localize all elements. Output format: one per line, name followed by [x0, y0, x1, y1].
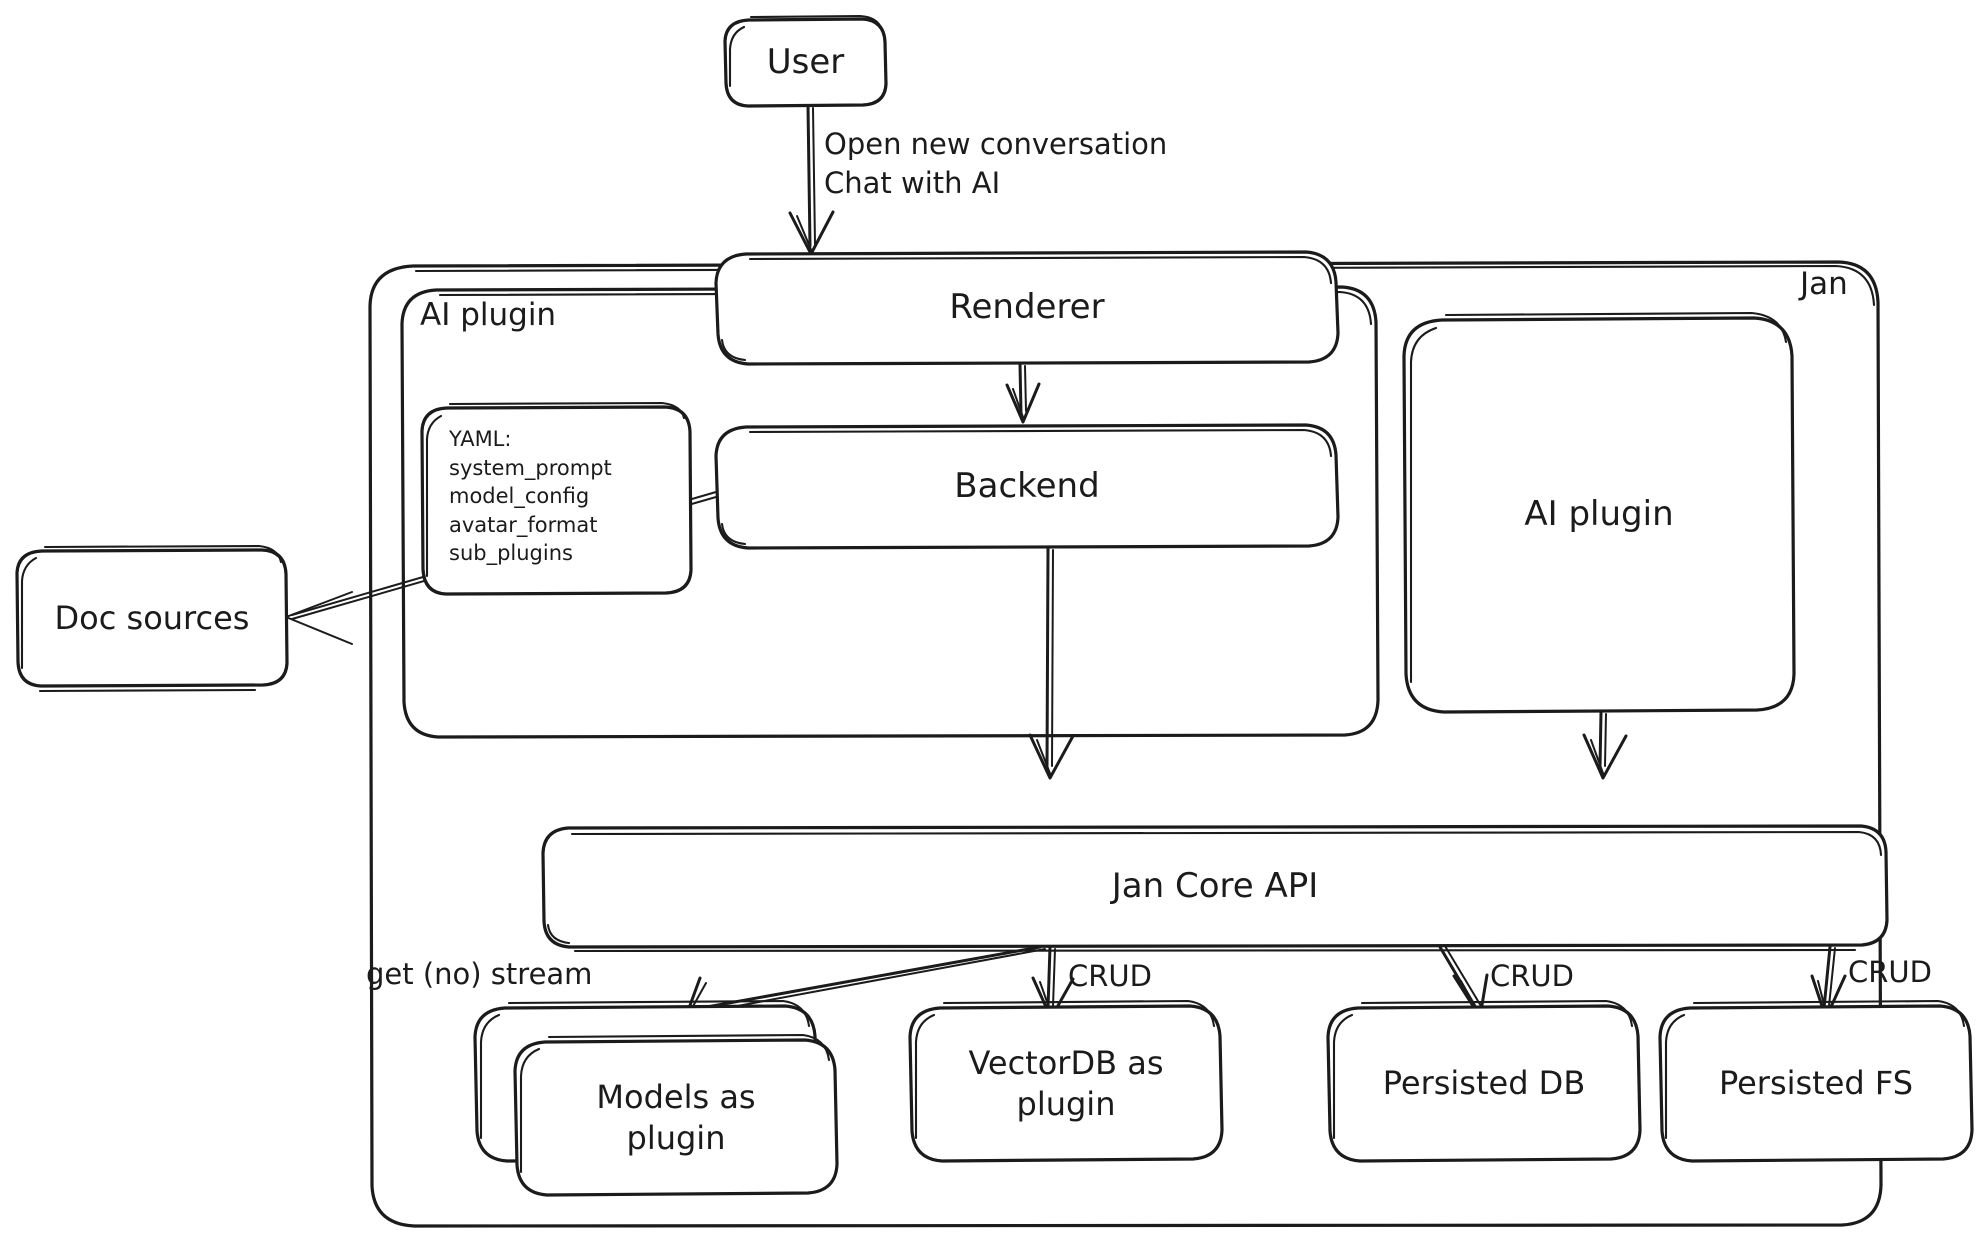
node-renderer-shape: [714, 250, 1340, 366]
node-ai-plugin-right[interactable]: [1404, 313, 1794, 712]
edge-user-to-renderer: [788, 104, 835, 256]
node-vectordb-plugin[interactable]: [910, 1001, 1222, 1161]
node-models-plugin-shape: [473, 999, 839, 1197]
node-yaml-note-shape: [420, 401, 693, 596]
node-persisted-db-shape: [1326, 999, 1642, 1163]
edge-aiplugin-to-core: [1582, 710, 1628, 780]
node-persisted-db[interactable]: [1328, 1001, 1640, 1161]
node-backend[interactable]: [716, 425, 1338, 548]
node-user[interactable]: [725, 19, 886, 107]
node-renderer[interactable]: [716, 252, 1338, 364]
node-user-shape: [723, 14, 888, 108]
edge-backend-to-core: [1028, 546, 1075, 780]
edge-renderer-to-backend: [1005, 362, 1041, 424]
node-models-plugin[interactable]: [475, 1001, 837, 1195]
node-backend-shape: [714, 423, 1340, 550]
node-jan-core-api-shape: [541, 824, 1889, 953]
node-persisted-fs-shape: [1658, 999, 1974, 1163]
node-doc-sources[interactable]: [17, 546, 289, 692]
container-jan: [368, 260, 1883, 1228]
node-doc-sources-shape: [15, 544, 289, 693]
container-ai-plugin-group: [400, 285, 1380, 739]
node-vectordb-plugin-shape: [908, 999, 1224, 1163]
node-persisted-fs[interactable]: [1660, 1001, 1972, 1161]
node-yaml-note[interactable]: [422, 403, 691, 594]
node-jan-core-api[interactable]: [543, 826, 1887, 947]
